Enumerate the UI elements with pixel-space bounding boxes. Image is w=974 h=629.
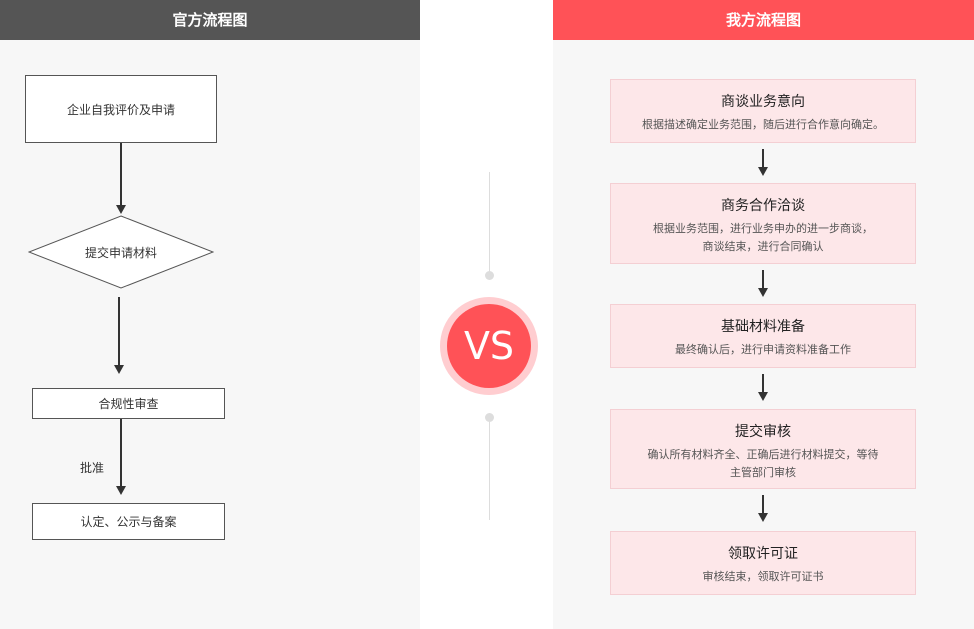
divider-dot-top <box>485 271 494 280</box>
our-flow-panel: 我方流程图 商谈业务意向 根据描述确定业务范围，随后进行合作意向确定。 商务合作… <box>553 0 974 629</box>
our-step-desc-line: 最终确认后，进行申请资料准备工作 <box>675 343 851 356</box>
our-step-title: 商务合作洽谈 <box>721 198 805 214</box>
official-arrow-1 <box>120 143 122 207</box>
our-arrow-4 <box>762 495 764 515</box>
divider-dot-bottom <box>485 413 494 422</box>
our-step-desc-line: 主管部门审核 <box>730 466 796 479</box>
our-step-desc: 根据业务范围，进行业务申办的进一步商谈， 商谈结束，进行合同确认 <box>611 220 915 256</box>
our-step-title: 基础材料准备 <box>721 319 805 335</box>
our-step-material-prep: 基础材料准备 最终确认后，进行申请资料准备工作 <box>610 304 916 368</box>
our-arrowhead-2 <box>758 288 768 297</box>
our-arrow-2 <box>762 270 764 290</box>
our-step-business-intent: 商谈业务意向 根据描述确定业务范围，随后进行合作意向确定。 <box>610 79 916 143</box>
our-flow-title: 我方流程图 <box>553 0 974 40</box>
our-arrowhead-4 <box>758 513 768 522</box>
our-step-title: 商谈业务意向 <box>721 94 805 110</box>
official-arrow-3 <box>120 419 122 487</box>
our-step-desc-line: 根据业务范围，进行业务申办的进一步商谈， <box>653 222 873 235</box>
our-step-desc: 根据描述确定业务范围，随后进行合作意向确定。 <box>611 116 915 134</box>
our-step-submit-review: 提交审核 确认所有材料齐全、正确后进行材料提交，等待 主管部门审核 <box>610 409 916 489</box>
our-step-desc: 确认所有材料齐全、正确后进行材料提交，等待 主管部门审核 <box>611 446 915 482</box>
our-arrowhead-3 <box>758 392 768 401</box>
official-flow-panel: 官方流程图 企业自我评价及申请 提交申请材料 合规性审查 批准 认定、公示与备案 <box>0 0 420 629</box>
official-step-self-evaluation: 企业自我评价及申请 <box>25 75 217 143</box>
official-edge-label-approve: 批准 <box>80 461 105 475</box>
our-step-desc-line: 商谈结束，进行合同确认 <box>702 240 824 253</box>
official-step-certification: 认定、公示与备案 <box>32 503 225 540</box>
our-step-desc: 审核结束，领取许可证书 <box>611 568 915 586</box>
official-arrowhead-1 <box>116 205 126 214</box>
divider-line-top <box>489 172 490 275</box>
official-flow-title: 官方流程图 <box>0 0 420 40</box>
official-arrowhead-2 <box>114 365 124 374</box>
our-arrow-1 <box>762 149 764 169</box>
official-step-compliance-review: 合规性审查 <box>32 388 225 419</box>
official-arrow-2 <box>118 297 120 367</box>
our-step-desc-line: 根据描述确定业务范围，随后进行合作意向确定。 <box>642 118 884 131</box>
our-step-title: 提交审核 <box>735 424 791 440</box>
our-arrow-3 <box>762 374 764 394</box>
our-step-license: 领取许可证 审核结束，领取许可证书 <box>610 531 916 595</box>
our-step-negotiation: 商务合作洽谈 根据业务范围，进行业务申办的进一步商谈， 商谈结束，进行合同确认 <box>610 183 916 264</box>
official-step-submit-diamond <box>28 215 214 289</box>
our-step-desc-line: 确认所有材料齐全、正确后进行材料提交，等待 <box>647 448 879 461</box>
our-step-title: 领取许可证 <box>728 546 798 562</box>
our-step-desc-line: 审核结束，领取许可证书 <box>702 570 824 583</box>
divider-line-bottom <box>489 422 490 520</box>
official-arrowhead-3 <box>116 486 126 495</box>
official-step-submit-label: 提交申请材料 <box>84 246 157 260</box>
our-arrowhead-1 <box>758 167 768 176</box>
vs-badge: VS <box>447 304 531 388</box>
our-step-desc: 最终确认后，进行申请资料准备工作 <box>611 341 915 359</box>
